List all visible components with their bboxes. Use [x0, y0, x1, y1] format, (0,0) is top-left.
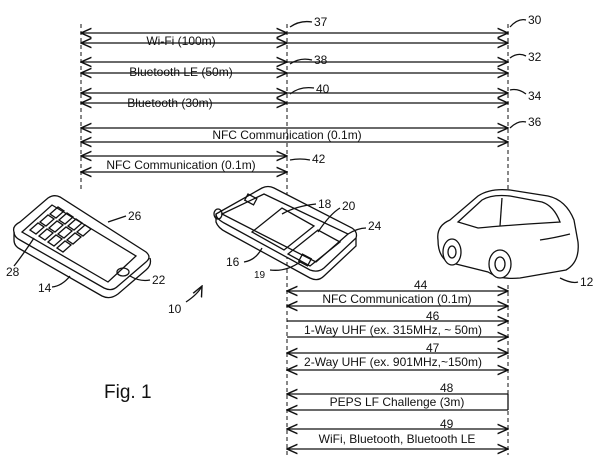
- range-label-nfc-case-vehicle: NFC Communication (0.1m): [322, 292, 471, 306]
- range-arrow-bluetooth-le: Bluetooth LE (50m): [81, 62, 287, 79]
- svg-text:20: 20: [342, 199, 356, 213]
- case-module-20: [286, 229, 342, 267]
- ref-12: 12: [559, 275, 594, 289]
- range-label-bluetooth: Bluetooth (30m): [127, 96, 212, 110]
- range-arrow-nfc-case-vehicle: NFC Communication (0.1m) 44: [287, 278, 508, 306]
- phone-app-grid: [28, 206, 93, 253]
- case-module-18: [250, 207, 316, 251]
- range-label-bluetooth-le: Bluetooth LE (50m): [129, 65, 232, 79]
- ref-37: 37: [289, 15, 328, 29]
- case-side-button: [213, 208, 223, 220]
- svg-text:28: 28: [6, 265, 20, 279]
- ref-49: 49: [440, 417, 454, 431]
- figure-label: Fig. 1: [104, 382, 152, 403]
- range-label-wifi-bluetooth-ble: WiFi, Bluetooth, Bluetooth LE: [319, 432, 476, 446]
- vehicle-illustration: [437, 188, 579, 280]
- vehicle-front-wheel: [488, 249, 512, 279]
- svg-text:24: 24: [368, 219, 382, 233]
- ref-36: 36: [509, 115, 542, 129]
- vehicle-rear-wheel: [442, 238, 462, 266]
- ref-34: 34: [509, 88, 542, 103]
- svg-text:16: 16: [226, 255, 240, 269]
- ref-47: 47: [426, 341, 440, 355]
- ref-14: 14: [38, 275, 71, 295]
- svg-text:10: 10: [168, 302, 182, 316]
- ref-44: 44: [414, 278, 428, 292]
- range-label-2way-uhf: 2-Way UHF (ex. 901MHz,~150m): [304, 355, 482, 369]
- phone-case-illustration: [213, 185, 358, 281]
- ref-30: 30: [509, 13, 542, 28]
- case-chip-19: [297, 253, 313, 267]
- ref-38: 38: [289, 53, 328, 67]
- ref-19: 19: [254, 261, 301, 281]
- vehicle-windshield: [456, 194, 561, 229]
- vehicle-grille: [539, 233, 571, 241]
- ref-26: 26: [107, 209, 142, 223]
- camera-cutout: [243, 193, 258, 206]
- svg-text:32: 32: [528, 50, 542, 64]
- range-arrow-peps-lf: PEPS LF Challenge (3m) 48: [287, 381, 509, 410]
- range-label-1way-uhf: 1-Way UHF (ex. 315MHz, ~ 50m): [304, 323, 482, 337]
- ref-18: 18: [281, 197, 332, 215]
- range-label-nfc-phone-case: NFC Communication (0.1m): [106, 158, 255, 172]
- range-arrow-2way-uhf: 2-Way UHF (ex. 901MHz,~150m) 47: [287, 341, 508, 370]
- svg-text:37: 37: [314, 15, 328, 29]
- ref-48: 48: [440, 381, 454, 395]
- range-arrow-nfc-phone-vehicle: NFC Communication (0.1m): [81, 128, 508, 142]
- ref-16: 16: [226, 247, 263, 269]
- svg-text:38: 38: [314, 53, 328, 67]
- ref-22: 22: [129, 273, 166, 287]
- svg-text:14: 14: [38, 281, 52, 295]
- ref-10: 10: [168, 286, 202, 316]
- range-label-nfc-phone-vehicle: NFC Communication (0.1m): [212, 128, 361, 142]
- range-label-peps-lf: PEPS LF Challenge (3m): [330, 395, 465, 409]
- svg-text:30: 30: [528, 13, 542, 27]
- vehicle-pillar: [499, 197, 503, 227]
- svg-text:22: 22: [152, 273, 166, 287]
- range-arrow-wifi: Wi-Fi (100m): [81, 33, 287, 48]
- svg-text:19: 19: [254, 270, 266, 281]
- svg-text:40: 40: [316, 82, 330, 96]
- ref-20: 20: [317, 199, 356, 233]
- svg-text:34: 34: [528, 89, 542, 103]
- svg-text:26: 26: [128, 209, 142, 223]
- ref-40: 40: [289, 82, 330, 96]
- range-label-wifi: Wi-Fi (100m): [146, 34, 215, 48]
- svg-text:36: 36: [528, 115, 542, 129]
- svg-text:18: 18: [318, 197, 332, 211]
- phone-illustration: [12, 195, 152, 299]
- home-button-icon: [116, 267, 130, 277]
- ref-32: 32: [509, 50, 542, 64]
- ref-42: 42: [289, 152, 326, 166]
- range-arrow-nfc-phone-case: NFC Communication (0.1m): [81, 156, 287, 172]
- ref-24: 24: [347, 219, 382, 235]
- range-arrow-1way-uhf: 1-Way UHF (ex. 315MHz, ~ 50m) 46: [287, 309, 508, 337]
- ref-46: 46: [426, 309, 440, 323]
- svg-text:12: 12: [580, 275, 594, 289]
- svg-text:42: 42: [312, 152, 326, 166]
- range-arrow-wifi-bluetooth-ble: WiFi, Bluetooth, Bluetooth LE 49: [287, 417, 508, 449]
- range-arrow-bluetooth: Bluetooth (30m): [81, 93, 287, 110]
- ref-28: 28: [6, 237, 35, 279]
